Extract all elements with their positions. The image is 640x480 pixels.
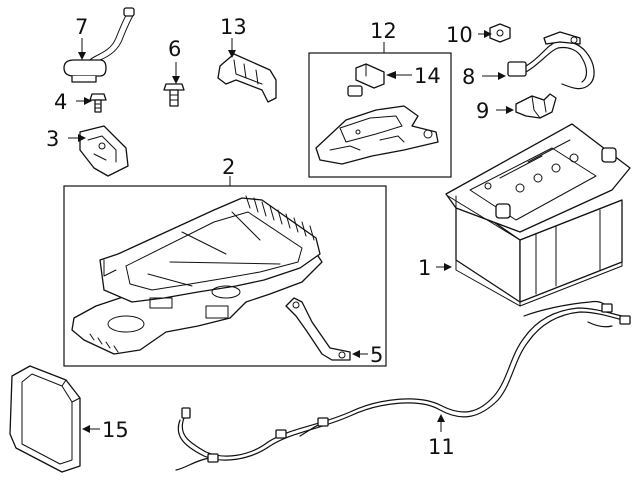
callout-3: 3 bbox=[46, 127, 59, 151]
connector-part bbox=[347, 63, 385, 97]
ground-cable-part bbox=[507, 31, 595, 90]
strap-part bbox=[285, 297, 351, 361]
terminal-clamp-part bbox=[515, 93, 557, 119]
callout-10: 10 bbox=[446, 23, 473, 47]
nut-part bbox=[489, 23, 511, 43]
callout-9: 9 bbox=[476, 99, 489, 123]
callout-7: 7 bbox=[75, 15, 88, 39]
insulation-cover-part bbox=[9, 365, 81, 473]
bracket-part bbox=[79, 125, 129, 177]
callout-4: 4 bbox=[54, 90, 67, 114]
battery-part bbox=[445, 123, 631, 307]
callout-13: 13 bbox=[220, 15, 247, 39]
callout-12: 12 bbox=[370, 19, 397, 43]
leader-lines bbox=[68, 30, 514, 433]
hold-down-bracket-part bbox=[217, 53, 277, 103]
callout-2: 2 bbox=[222, 155, 235, 179]
callout-15: 15 bbox=[102, 418, 129, 442]
tray-group-box bbox=[63, 185, 387, 367]
bolt-part bbox=[89, 93, 107, 113]
sensor-bracket-part bbox=[315, 105, 439, 165]
battery-tray-part bbox=[71, 195, 323, 355]
callout-14: 14 bbox=[414, 64, 441, 88]
hose-fitting-part bbox=[63, 7, 135, 83]
wiring-harness-part bbox=[175, 300, 631, 471]
callout-1: 1 bbox=[418, 256, 431, 280]
sensor-group-box bbox=[308, 52, 452, 178]
stud-bolt-part bbox=[163, 83, 185, 107]
callout-11: 11 bbox=[428, 435, 455, 459]
callout-6: 6 bbox=[168, 37, 181, 61]
callout-8: 8 bbox=[462, 65, 475, 89]
callout-5: 5 bbox=[370, 343, 383, 367]
